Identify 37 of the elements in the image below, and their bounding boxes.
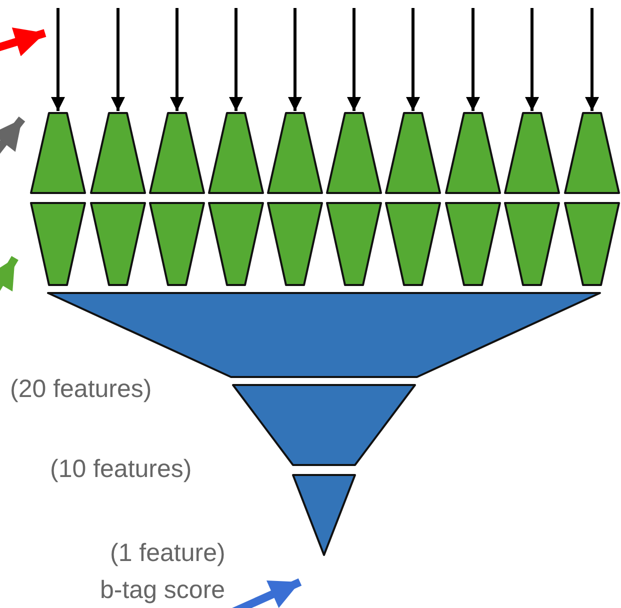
layer-trapezoid	[30, 202, 86, 286]
output-label: b-tag score	[100, 578, 226, 603]
layer-trapezoid	[385, 202, 441, 286]
layer-trapezoid	[445, 112, 501, 194]
layer-trapezoid	[267, 202, 323, 286]
arrow	[585, 8, 599, 111]
dense-layer-trapezoid	[47, 292, 601, 378]
arrow	[406, 8, 420, 111]
feature-count-label: (1 feature)	[110, 541, 226, 566]
feature-count-label: (10 features)	[50, 457, 192, 482]
arrow	[288, 8, 302, 111]
feature-count-label: (20 features)	[10, 377, 152, 402]
layer-trapezoid	[208, 112, 264, 194]
layer-trapezoid	[90, 112, 146, 194]
layer-trapezoid	[326, 202, 382, 286]
arrow	[111, 8, 125, 111]
layer-trapezoid	[385, 112, 441, 194]
layer-trapezoid	[504, 112, 560, 194]
layer-trapezoid	[564, 112, 620, 194]
layer-trapezoid	[149, 202, 205, 286]
layer-trapezoid	[564, 202, 620, 286]
layer-trapezoid	[326, 112, 382, 194]
layer-trapezoid	[504, 202, 560, 286]
arrow	[170, 8, 184, 111]
layer-trapezoid	[267, 112, 323, 194]
arrow	[466, 8, 480, 111]
layer-trapezoid	[445, 202, 501, 286]
arrow	[347, 8, 361, 111]
layer-trapezoid	[149, 112, 205, 194]
arrow	[229, 8, 243, 111]
output-triangle	[292, 474, 356, 556]
layer-trapezoid	[30, 112, 86, 194]
layer-trapezoid	[90, 202, 146, 286]
layer-trapezoid	[208, 202, 264, 286]
arrow	[525, 8, 539, 111]
arrow	[51, 8, 65, 111]
dense-layer-trapezoid	[232, 384, 416, 466]
